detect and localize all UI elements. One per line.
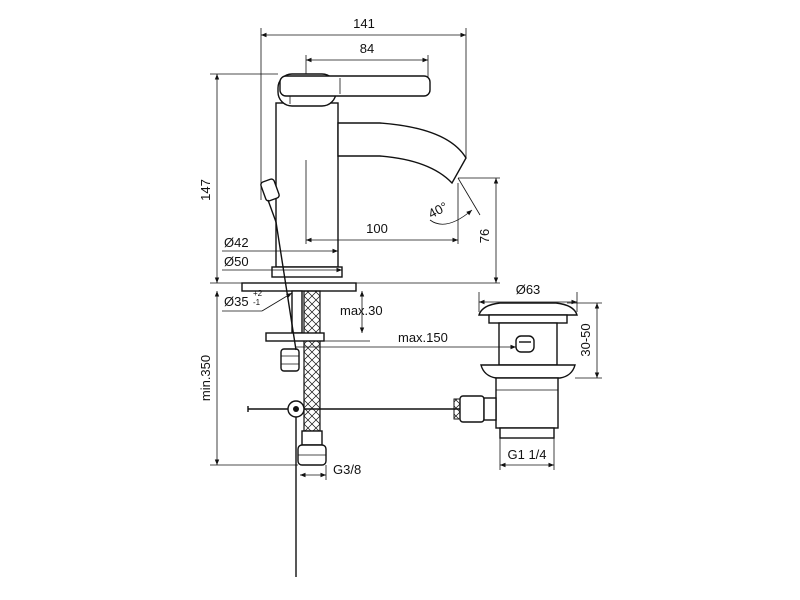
dim-overall-width: 141 [353, 16, 375, 31]
dim-hole-tol-lower: -1 [253, 298, 261, 307]
braided-hose [303, 290, 321, 432]
waste-thread [499, 427, 555, 439]
waste-locknut [480, 364, 576, 379]
dim-hole-diameter: Ø35 [224, 294, 249, 309]
dim-base-diameter: Ø50 [224, 254, 249, 269]
faucet [241, 73, 467, 292]
waste-assembly [453, 302, 578, 439]
waste-window [515, 335, 535, 353]
dimension-lines [210, 28, 602, 480]
threaded-shank [291, 290, 303, 334]
under-deck-assembly [247, 221, 460, 577]
rod-connector [459, 395, 485, 423]
popup-rod-knob [260, 178, 280, 202]
base-ring [271, 266, 343, 278]
waste-cap [488, 314, 568, 324]
dim-spout-angle: 40° [426, 199, 450, 221]
handle-lever [279, 75, 431, 97]
spout [337, 122, 467, 185]
dim-spout-height: 76 [477, 229, 492, 243]
dim-min-height: min.350 [198, 355, 213, 401]
dim-hose-thread: G3/8 [333, 462, 361, 477]
faucet-body [275, 102, 339, 268]
dim-waste-range: 30-50 [578, 323, 593, 356]
dim-waste-thread: G1 1/4 [507, 447, 546, 462]
dim-lever-offset: 84 [360, 41, 374, 56]
dim-body-diameter: Ø42 [224, 235, 249, 250]
dim-spout-reach: 100 [366, 221, 388, 236]
waste-lower-body [495, 377, 559, 429]
waste-flange [478, 302, 578, 316]
hose-fitting [301, 430, 323, 446]
dim-waste-offset: max.150 [398, 330, 448, 345]
dimension-labels: 141 84 147 100 76 40° Ø42 Ø50 Ø35 +2 -1 … [198, 16, 593, 477]
dim-deck-thickness: max.30 [340, 303, 383, 318]
dim-waste-flange-diameter: Ø63 [516, 282, 541, 297]
dim-overall-height: 147 [198, 179, 213, 201]
dim-hole-tol-upper: +2 [253, 289, 263, 298]
fixing-nut [280, 348, 300, 372]
rod-connector-nut [483, 397, 497, 421]
